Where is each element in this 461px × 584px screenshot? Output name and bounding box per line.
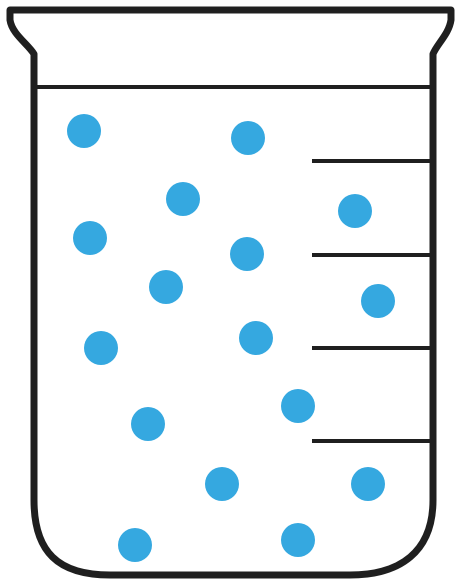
particle	[131, 407, 165, 441]
particle	[73, 221, 107, 255]
particle	[149, 270, 183, 304]
particle	[281, 389, 315, 423]
particle	[118, 528, 152, 562]
particle	[361, 284, 395, 318]
particle	[281, 523, 315, 557]
particle	[351, 467, 385, 501]
particle	[230, 237, 264, 271]
particles	[67, 114, 395, 562]
particle	[84, 331, 118, 365]
particle	[231, 121, 265, 155]
particle	[239, 321, 273, 355]
particle	[67, 114, 101, 148]
particle	[205, 467, 239, 501]
particle	[166, 182, 200, 216]
particle	[338, 194, 372, 228]
